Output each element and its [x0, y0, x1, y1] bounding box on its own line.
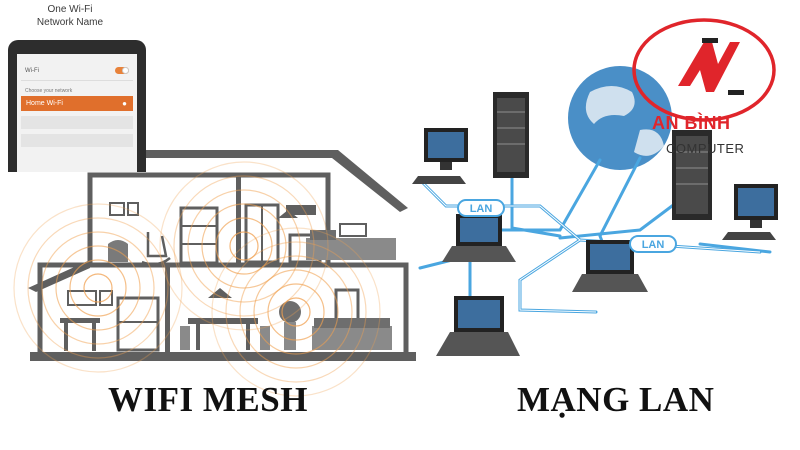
network-item-home[interactable]: Home Wi-Fi ● — [21, 96, 133, 111]
desktop-computer-icon — [722, 184, 778, 240]
brand-mark-icon — [678, 42, 740, 92]
lan-tag-label: LAN — [470, 203, 493, 215]
choose-network-label: Choose your network — [25, 88, 73, 94]
lan-network: LAN LAN — [412, 66, 778, 356]
ceiling-lamp-icon — [278, 210, 298, 218]
picture-frame-icon — [99, 290, 113, 306]
signal-ring — [159, 161, 329, 331]
phone-caption-line1: One Wi-Fi — [47, 4, 93, 15]
brand-logo — [632, 18, 776, 122]
picture-frame-icon — [109, 202, 125, 216]
bookshelf-icon — [179, 206, 219, 265]
picture-frame-icon — [67, 290, 97, 306]
signal-ring — [281, 297, 311, 327]
signal-ring — [83, 273, 113, 303]
picture-frame-icon — [127, 202, 139, 216]
rocking-chair-icon — [141, 232, 171, 266]
signal-ring — [173, 175, 315, 317]
signal-ring — [215, 217, 273, 275]
brand-name: AN BÌNH — [652, 113, 731, 133]
phone-caption: One Wi-Fi Network Name — [18, 3, 122, 29]
laptop-icon — [442, 214, 516, 262]
signal-ring — [201, 203, 287, 289]
signal-ring — [239, 255, 353, 369]
dining-table-icon — [188, 318, 258, 324]
lower-divider — [165, 265, 170, 355]
wall-lamp-icon — [286, 205, 316, 215]
mesh-house — [28, 150, 416, 361]
wifi-toggle-row[interactable]: Wi-Fi — [21, 62, 133, 81]
lan-tag: LAN — [629, 235, 677, 253]
shelf-icon — [116, 296, 160, 352]
signal-ring — [187, 189, 301, 303]
upper-divider — [236, 175, 241, 265]
laptop-icon — [572, 240, 648, 292]
pendant-lamp-icon — [208, 288, 232, 298]
chair-icon — [260, 326, 270, 350]
mesh-signal-rings — [13, 161, 381, 397]
server-icon — [672, 130, 712, 220]
brand-subtitle: COMPUTER — [666, 141, 745, 156]
left-eave — [28, 260, 90, 292]
laptop-icon — [436, 296, 520, 356]
phone-caption-line2: Network Name — [36, 17, 104, 28]
phone-mockup: Wi-Fi Choose your network Home Wi-Fi ● — [8, 40, 146, 172]
network-item-empty[interactable] — [21, 134, 133, 147]
caption-lan: MẠNG LAN — [517, 380, 715, 419]
lan-tag: LAN — [457, 199, 505, 217]
signal-ring — [55, 245, 141, 331]
signal-ring — [27, 217, 169, 359]
signal-ring — [41, 231, 155, 345]
signal-ring — [253, 269, 339, 355]
signal-ring — [225, 241, 367, 383]
bed-icon — [306, 238, 396, 260]
phone-screen: Wi-Fi Choose your network Home Wi-Fi ● — [17, 54, 137, 172]
network-item-empty[interactable] — [21, 116, 133, 129]
network-name: Home Wi-Fi — [26, 100, 63, 107]
chair-icon — [180, 326, 190, 350]
wifi-icon: ● — [122, 99, 127, 108]
signal-ring — [69, 259, 127, 317]
foundation — [30, 352, 416, 361]
plant-icon — [279, 301, 301, 323]
wifi-label: Wi-Fi — [25, 68, 39, 74]
signal-ring — [229, 231, 259, 261]
lan-tag-label: LAN — [642, 239, 665, 251]
wifi-toggle[interactable] — [115, 67, 129, 74]
desktop-computer-icon — [412, 128, 468, 184]
signal-ring — [211, 227, 381, 397]
signal-ring — [267, 283, 325, 341]
desk-icon — [60, 318, 100, 323]
picture-frame-icon — [339, 223, 367, 237]
caption-wifi-mesh: WIFI MESH — [108, 380, 308, 419]
server-icon — [493, 92, 529, 178]
signal-ring — [13, 203, 183, 373]
sofa-icon — [312, 326, 392, 350]
